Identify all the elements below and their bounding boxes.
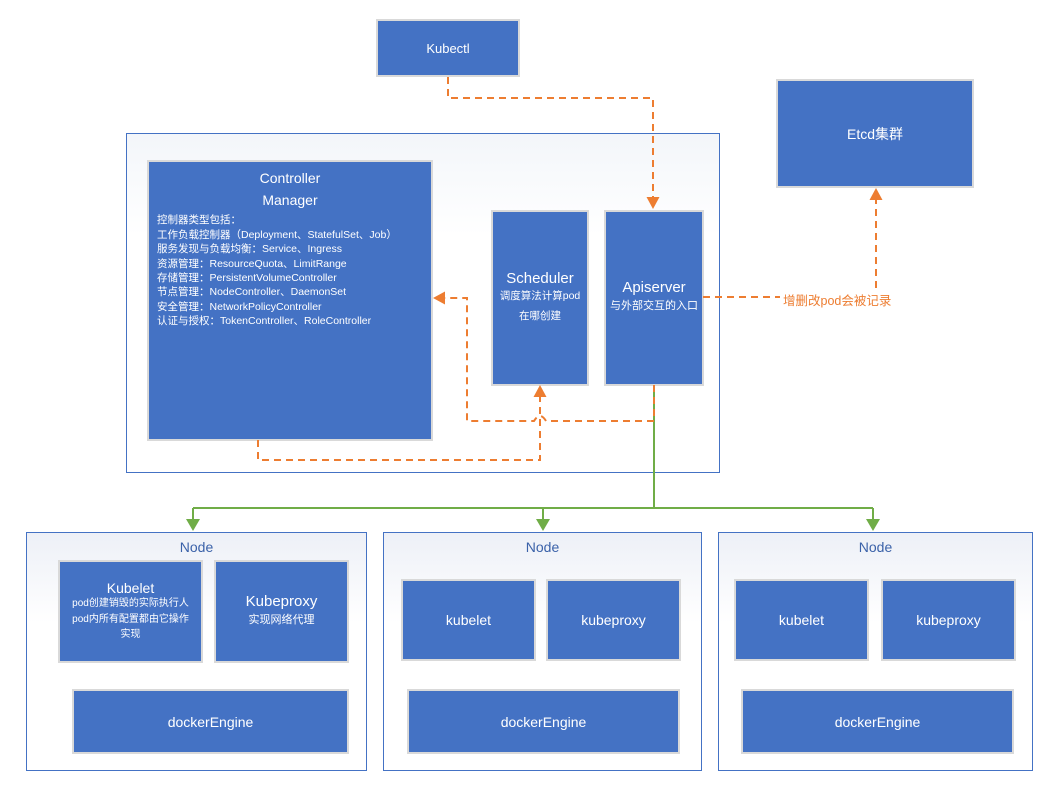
kubectl-label: Kubectl (426, 40, 470, 56)
master-container: Controller Manager 控制器类型包括： 工作负载控制器（Depl… (126, 133, 720, 473)
node-1-kubeproxy-line1: 实现网络代理 (248, 613, 315, 626)
etcd-note-text: 增删改pod会被记录 (783, 294, 892, 308)
node-container-2: Node kubelet kubeproxy dockerEngine (383, 532, 702, 771)
node-2-docker-label: dockerEngine (500, 713, 587, 730)
scheduler-title: Scheduler (506, 269, 574, 287)
node-2-kubeproxy-box: kubeproxy (546, 579, 681, 661)
cm-detail-line: 控制器类型包括： (157, 214, 241, 227)
cm-detail-line: 服务发现与负载均衡：Service、Ingress (157, 243, 342, 256)
arrowhead-etcd-bottom (869, 188, 883, 200)
node-1-kubelet-box: Kubelet pod创建销毁的实际执行人 pod内所有配置都由它操作 实现 (58, 560, 203, 663)
cm-detail-line: 存储管理：PersistentVolumeController (157, 271, 337, 284)
node-1-kubelet-line2: pod内所有配置都由它操作 (72, 613, 189, 625)
controller-manager-box: Controller Manager 控制器类型包括： 工作负载控制器（Depl… (147, 160, 433, 441)
node-1-docker-label: dockerEngine (167, 713, 254, 730)
cm-detail-line: 节点管理：NodeController、DaemonSet (157, 286, 347, 299)
controller-manager-details: 控制器类型包括： 工作负载控制器（Deployment、StatefulSet、… (149, 211, 431, 328)
scheduler-line2: 在哪创建 (519, 309, 561, 322)
scheduler-box: Scheduler 调度算法计算pod 在哪创建 (491, 210, 589, 386)
node-2-kubeproxy-title: kubeproxy (581, 612, 646, 628)
arrowhead-node1 (186, 519, 200, 531)
node-3-kubeproxy-title: kubeproxy (916, 612, 981, 628)
node-3-docker-box: dockerEngine (741, 689, 1014, 754)
node-1-kubelet-line1: pod创建销毁的实际执行人 (72, 598, 189, 610)
cm-detail-line: 资源管理：ResourceQuota、LimitRange (157, 257, 347, 270)
kubectl-box: Kubectl (376, 19, 520, 77)
cm-detail-line: 工作负载控制器（Deployment、StatefulSet、Job） (157, 228, 397, 241)
etcd-box: Etcd集群 (776, 79, 974, 188)
node-2-title: Node (525, 539, 560, 555)
node-3-kubelet-title: kubelet (778, 612, 825, 628)
node-container-1: Node Kubelet pod创建销毁的实际执行人 pod内所有配置都由它操作… (26, 532, 367, 771)
node-2-docker-box: dockerEngine (407, 689, 680, 754)
node-container-3: Node kubelet kubeproxy dockerEngine (718, 532, 1033, 771)
controller-manager-title-line2: Manager (262, 191, 318, 208)
node-3-title: Node (858, 539, 893, 555)
cm-detail-line: 认证与授权：TokenController、RoleController (157, 315, 372, 327)
node-1-kubelet-title: Kubelet (106, 580, 155, 597)
controller-manager-title-line1: Controller (259, 170, 321, 186)
apiserver-subtitle: 与外部交互的入口 (610, 300, 698, 313)
node-3-kubeproxy-box: kubeproxy (881, 579, 1016, 661)
node-1-kubeproxy-box: Kubeproxy 实现网络代理 (214, 560, 349, 663)
apiserver-box: Apiserver 与外部交互的入口 (604, 210, 704, 386)
apiserver-title: Apiserver (622, 279, 686, 297)
arrowhead-node2 (536, 519, 550, 531)
controller-manager-title: Controller Manager (149, 168, 431, 211)
node-1-kubelet-line3: 实现 (120, 629, 141, 641)
node-1-kubelet-lines: pod创建销毁的实际执行人 pod内所有配置都由它操作 实现 (72, 596, 189, 643)
node-2-kubelet-title: kubelet (445, 612, 492, 628)
cm-detail-line: 安全管理：NetworkPolicyController (157, 300, 322, 313)
arrowhead-node3 (866, 519, 880, 531)
etcd-label: Etcd集群 (846, 125, 903, 142)
scheduler-line1: 调度算法计算pod (499, 289, 581, 302)
node-1-title: Node (179, 539, 214, 555)
node-3-kubelet-box: kubelet (734, 579, 869, 661)
node-3-docker-label: dockerEngine (834, 713, 921, 730)
node-2-kubelet-box: kubelet (401, 579, 536, 661)
node-1-kubeproxy-title: Kubeproxy (245, 592, 318, 610)
node-1-docker-box: dockerEngine (72, 689, 349, 754)
